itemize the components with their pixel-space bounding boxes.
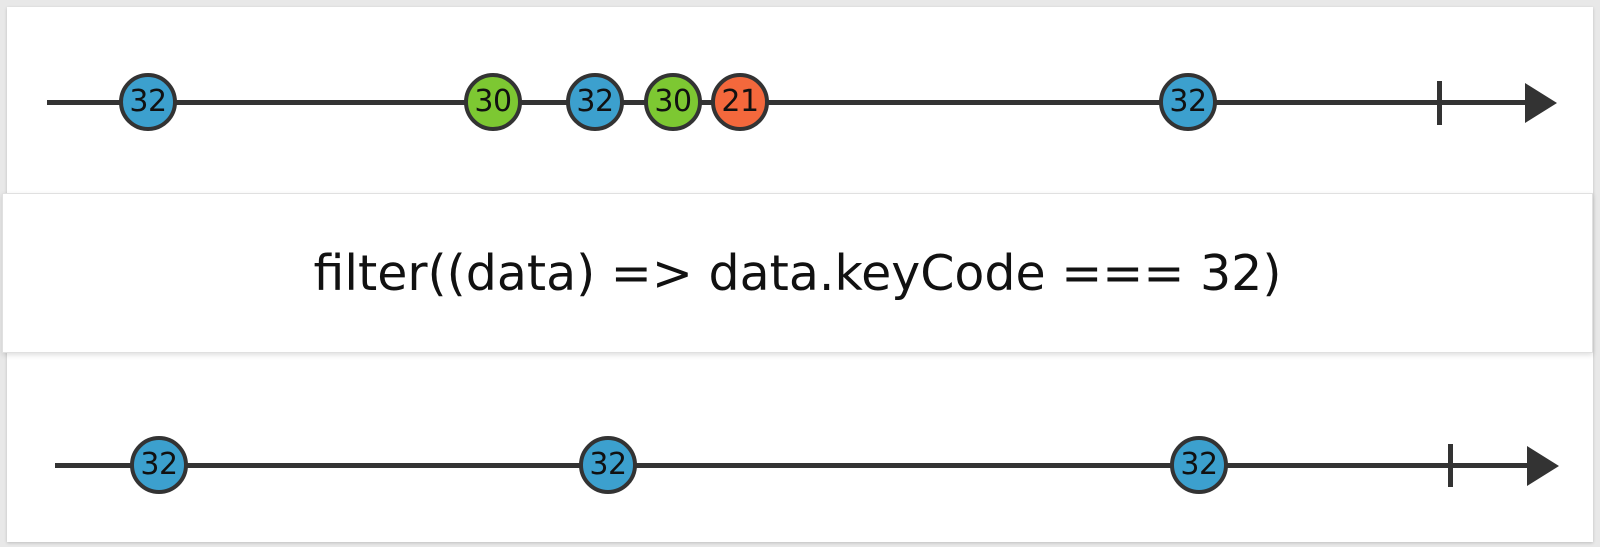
source-axis-line bbox=[47, 100, 1527, 105]
marble-value: 32 bbox=[1169, 84, 1207, 119]
source-complete-tick bbox=[1437, 81, 1442, 125]
marble[interactable]: 30 bbox=[464, 73, 522, 131]
result-axis-line bbox=[55, 463, 1527, 468]
operator-panel: filter((data) => data.keyCode === 32) bbox=[2, 193, 1593, 353]
marble-value: 32 bbox=[129, 84, 167, 119]
marble[interactable]: 32 bbox=[1159, 73, 1217, 131]
marble[interactable]: 30 bbox=[644, 73, 702, 131]
marble-value: 32 bbox=[1180, 447, 1218, 482]
result-axis-arrowhead bbox=[1527, 446, 1559, 486]
source-axis-arrowhead bbox=[1525, 83, 1557, 123]
marble-value: 30 bbox=[654, 84, 692, 119]
marble-value: 30 bbox=[474, 84, 512, 119]
marble[interactable]: 32 bbox=[1170, 436, 1228, 494]
result-timeline: 32 32 32 bbox=[7, 353, 1593, 542]
marble-value: 32 bbox=[140, 447, 178, 482]
marble-value: 32 bbox=[589, 447, 627, 482]
marble[interactable]: 32 bbox=[579, 436, 637, 494]
marble[interactable]: 32 bbox=[566, 73, 624, 131]
result-complete-tick bbox=[1448, 444, 1453, 487]
marble-value: 32 bbox=[576, 84, 614, 119]
source-timeline: 32 30 32 30 21 32 bbox=[7, 7, 1593, 193]
marble-value: 21 bbox=[721, 84, 759, 119]
marble[interactable]: 32 bbox=[130, 436, 188, 494]
operator-expression: filter((data) => data.keyCode === 32) bbox=[313, 244, 1282, 302]
marble[interactable]: 32 bbox=[119, 73, 177, 131]
marble[interactable]: 21 bbox=[711, 73, 769, 131]
